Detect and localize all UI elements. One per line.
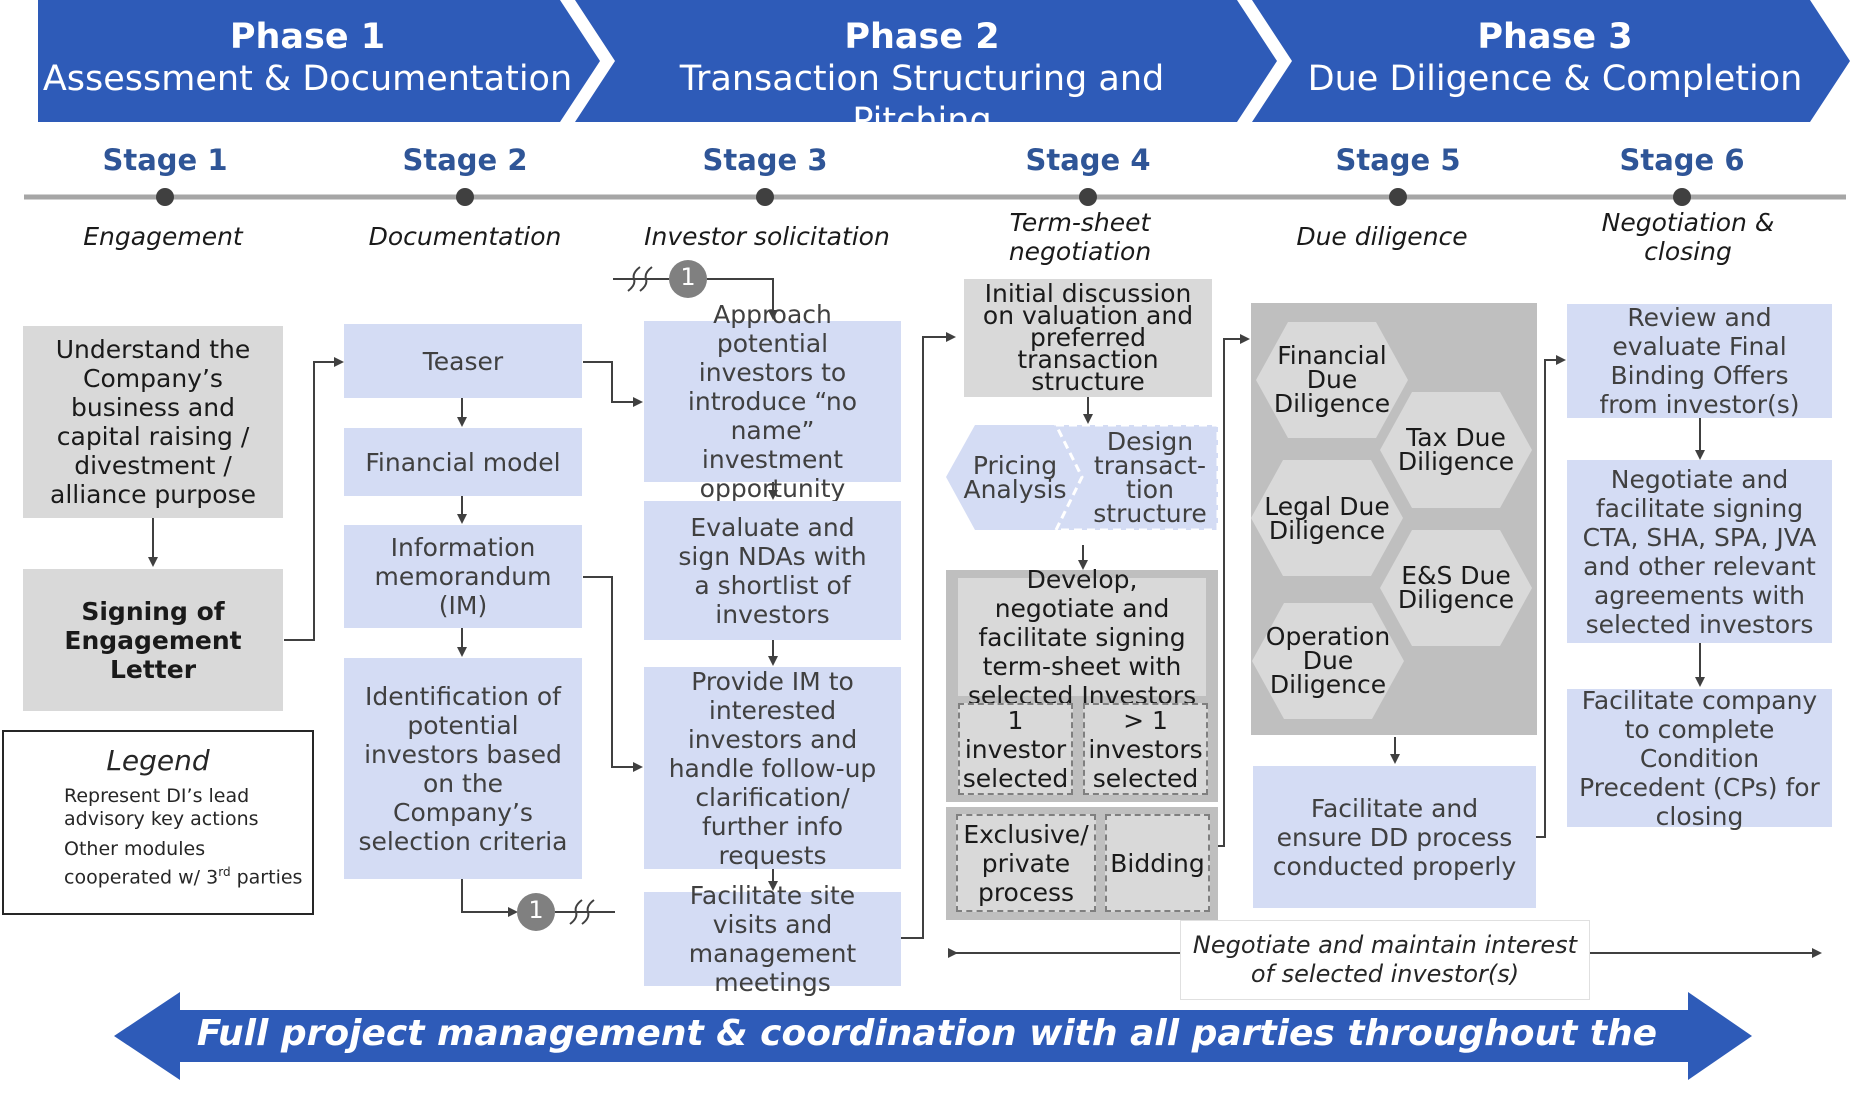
arrow-signing-teaser [284, 357, 344, 641]
arrow-site-initial [901, 332, 956, 939]
phase-3-text: Phase 3 Due Diligence & Completion [1290, 16, 1820, 106]
initial-discussion-box: Initial discussion on valuation and pref… [964, 279, 1212, 397]
one-investor-box: 1 investor selected [958, 703, 1073, 795]
tax-dd-label: Tax Due Diligence [1397, 423, 1515, 476]
stage-1-name: Engagement [83, 222, 243, 251]
phase-2-text: Phase 2 Transaction Structuring and Pitc… [612, 16, 1232, 141]
stage-2-label: Stage 2 [402, 143, 528, 177]
conditions-precedent-box: Facilitate company to complete Condition… [1567, 686, 1832, 831]
phase-2-title: Phase 2 [844, 17, 1000, 57]
stage-4-label: Stage 4 [1025, 143, 1151, 177]
arrow-identification-connector [461, 879, 518, 917]
stage-1-dot [156, 188, 174, 206]
site-visits-box: Facilitate site visits and management me… [644, 881, 901, 997]
stage-4-dot [1079, 188, 1097, 206]
tax-dd-hexagon [1380, 392, 1532, 508]
operation-dd-label: Operation Due Diligence [1265, 622, 1391, 699]
connector-1-top [669, 260, 707, 298]
stage-3-label: Stage 3 [702, 143, 828, 177]
stage-4-name: Term-sheet negotiation [1008, 208, 1152, 266]
negotiate-interest-note: Negotiate and maintain interest of selec… [1180, 920, 1590, 1000]
legend-other-label-post: parties [230, 866, 303, 889]
review-offers-box: Review and evaluate Final Binding Offers… [1567, 303, 1832, 419]
stage-5-label: Stage 5 [1335, 143, 1461, 177]
phase-3-banner [1252, 0, 1850, 122]
multi-investors-box: > 1 investors selected [1083, 703, 1208, 795]
financial-dd-hexagon [1256, 322, 1408, 438]
operation-dd-hexagon [1252, 603, 1404, 719]
negotiate-agreements-box: Negotiate and facilitate signing CTA, SH… [1567, 460, 1832, 643]
teaser-box: Teaser [344, 324, 582, 398]
phase-3-subtitle: Due Diligence & Completion [1307, 59, 1803, 99]
phase-1-text: Phase 1 Assessment & Documentation [40, 16, 575, 106]
stage-5-dot [1389, 188, 1407, 206]
arrow-connector-approach [707, 278, 778, 320]
es-dd-label: E&S Due Diligence [1397, 561, 1515, 614]
connector-1-bottom [517, 893, 555, 931]
arrow-facilitate-review [1536, 355, 1566, 838]
stage-2-name: Documentation [368, 222, 562, 251]
stage-6-name: Negotiation & closing [1601, 208, 1775, 266]
legend-other-label-pre: Other modules cooperated w/ 3 [64, 838, 219, 889]
provide-im-box: Provide IM to interested investors and h… [644, 667, 901, 870]
approach-investors-box: Approach potential investors to introduc… [644, 300, 901, 503]
exclusive-process-box: Exclusive/ private process [956, 814, 1096, 912]
bottom-banner-text: Full project management & coordination w… [196, 1013, 1658, 1095]
stage-1-label: Stage 1 [102, 143, 228, 177]
stage-3-name: Investor solicitation [644, 222, 890, 251]
financial-dd-label: Financial Due Diligence [1273, 341, 1391, 418]
break-icon-top [627, 266, 653, 292]
pricing-hexagon [946, 425, 1082, 530]
bottom-banner [114, 992, 1752, 1080]
arrow-im-provide [583, 576, 643, 772]
develop-termsheet-box: Develop, negotiate and facilitate signin… [958, 565, 1206, 710]
legend: Legend Represent DI’s lead advisory key … [2, 730, 314, 915]
phase-3-title: Phase 3 [1477, 17, 1633, 57]
facilitate-dd-box: Facilitate and ensure DD process conduct… [1253, 766, 1536, 908]
phase-1-subtitle: Assessment & Documentation [42, 59, 573, 99]
stage-6-label: Stage 6 [1619, 143, 1745, 177]
connector-1-bottom-label: 1 [528, 896, 544, 924]
design-structure-label: Design transact-tion structure [1093, 427, 1207, 528]
legend-lead-label: Represent DI’s lead advisory key actions [64, 785, 259, 830]
stage-3-dot [756, 188, 774, 206]
legend-title: Legend [106, 744, 210, 777]
stage-6-dot [1673, 188, 1691, 206]
stage-5-name: Due diligence [1296, 222, 1468, 251]
arrow-teaser-approach [583, 361, 643, 407]
understand-business-box: Understand the Company’s business and ca… [23, 326, 283, 518]
phase-2-subtitle: Transaction Structuring and Pitching [679, 59, 1165, 141]
stage-2-dot [456, 188, 474, 206]
arrow-process-dd [1218, 334, 1250, 847]
information-memorandum-box: Information memorandum (IM) [344, 525, 582, 628]
legend-other-label-sup: rd [218, 865, 231, 879]
design-shape [1053, 423, 1220, 532]
evaluate-ndas-box: Evaluate and sign NDAs with a shortlist … [644, 501, 901, 640]
phase-1-banner [38, 0, 600, 122]
bidding-box: Bidding [1105, 814, 1210, 912]
phase-2-banner [575, 0, 1277, 122]
connector-1-top-label: 1 [680, 263, 696, 291]
identification-box: Identification of potential investors ba… [344, 658, 582, 879]
break-icon-bottom [569, 899, 595, 925]
financial-model-box: Financial model [344, 428, 582, 496]
phase-1-title: Phase 1 [229, 17, 386, 57]
legend-other-label: Other modules cooperated w/ 3rd parties [64, 838, 314, 889]
signing-engagement-box: Signing of Engagement Letter [23, 569, 283, 711]
pricing-analysis-label: Pricing Analysis [963, 451, 1067, 504]
es-dd-hexagon [1380, 530, 1532, 646]
legal-dd-hexagon [1251, 460, 1403, 576]
legal-dd-label: Legal Due Diligence [1264, 492, 1390, 545]
